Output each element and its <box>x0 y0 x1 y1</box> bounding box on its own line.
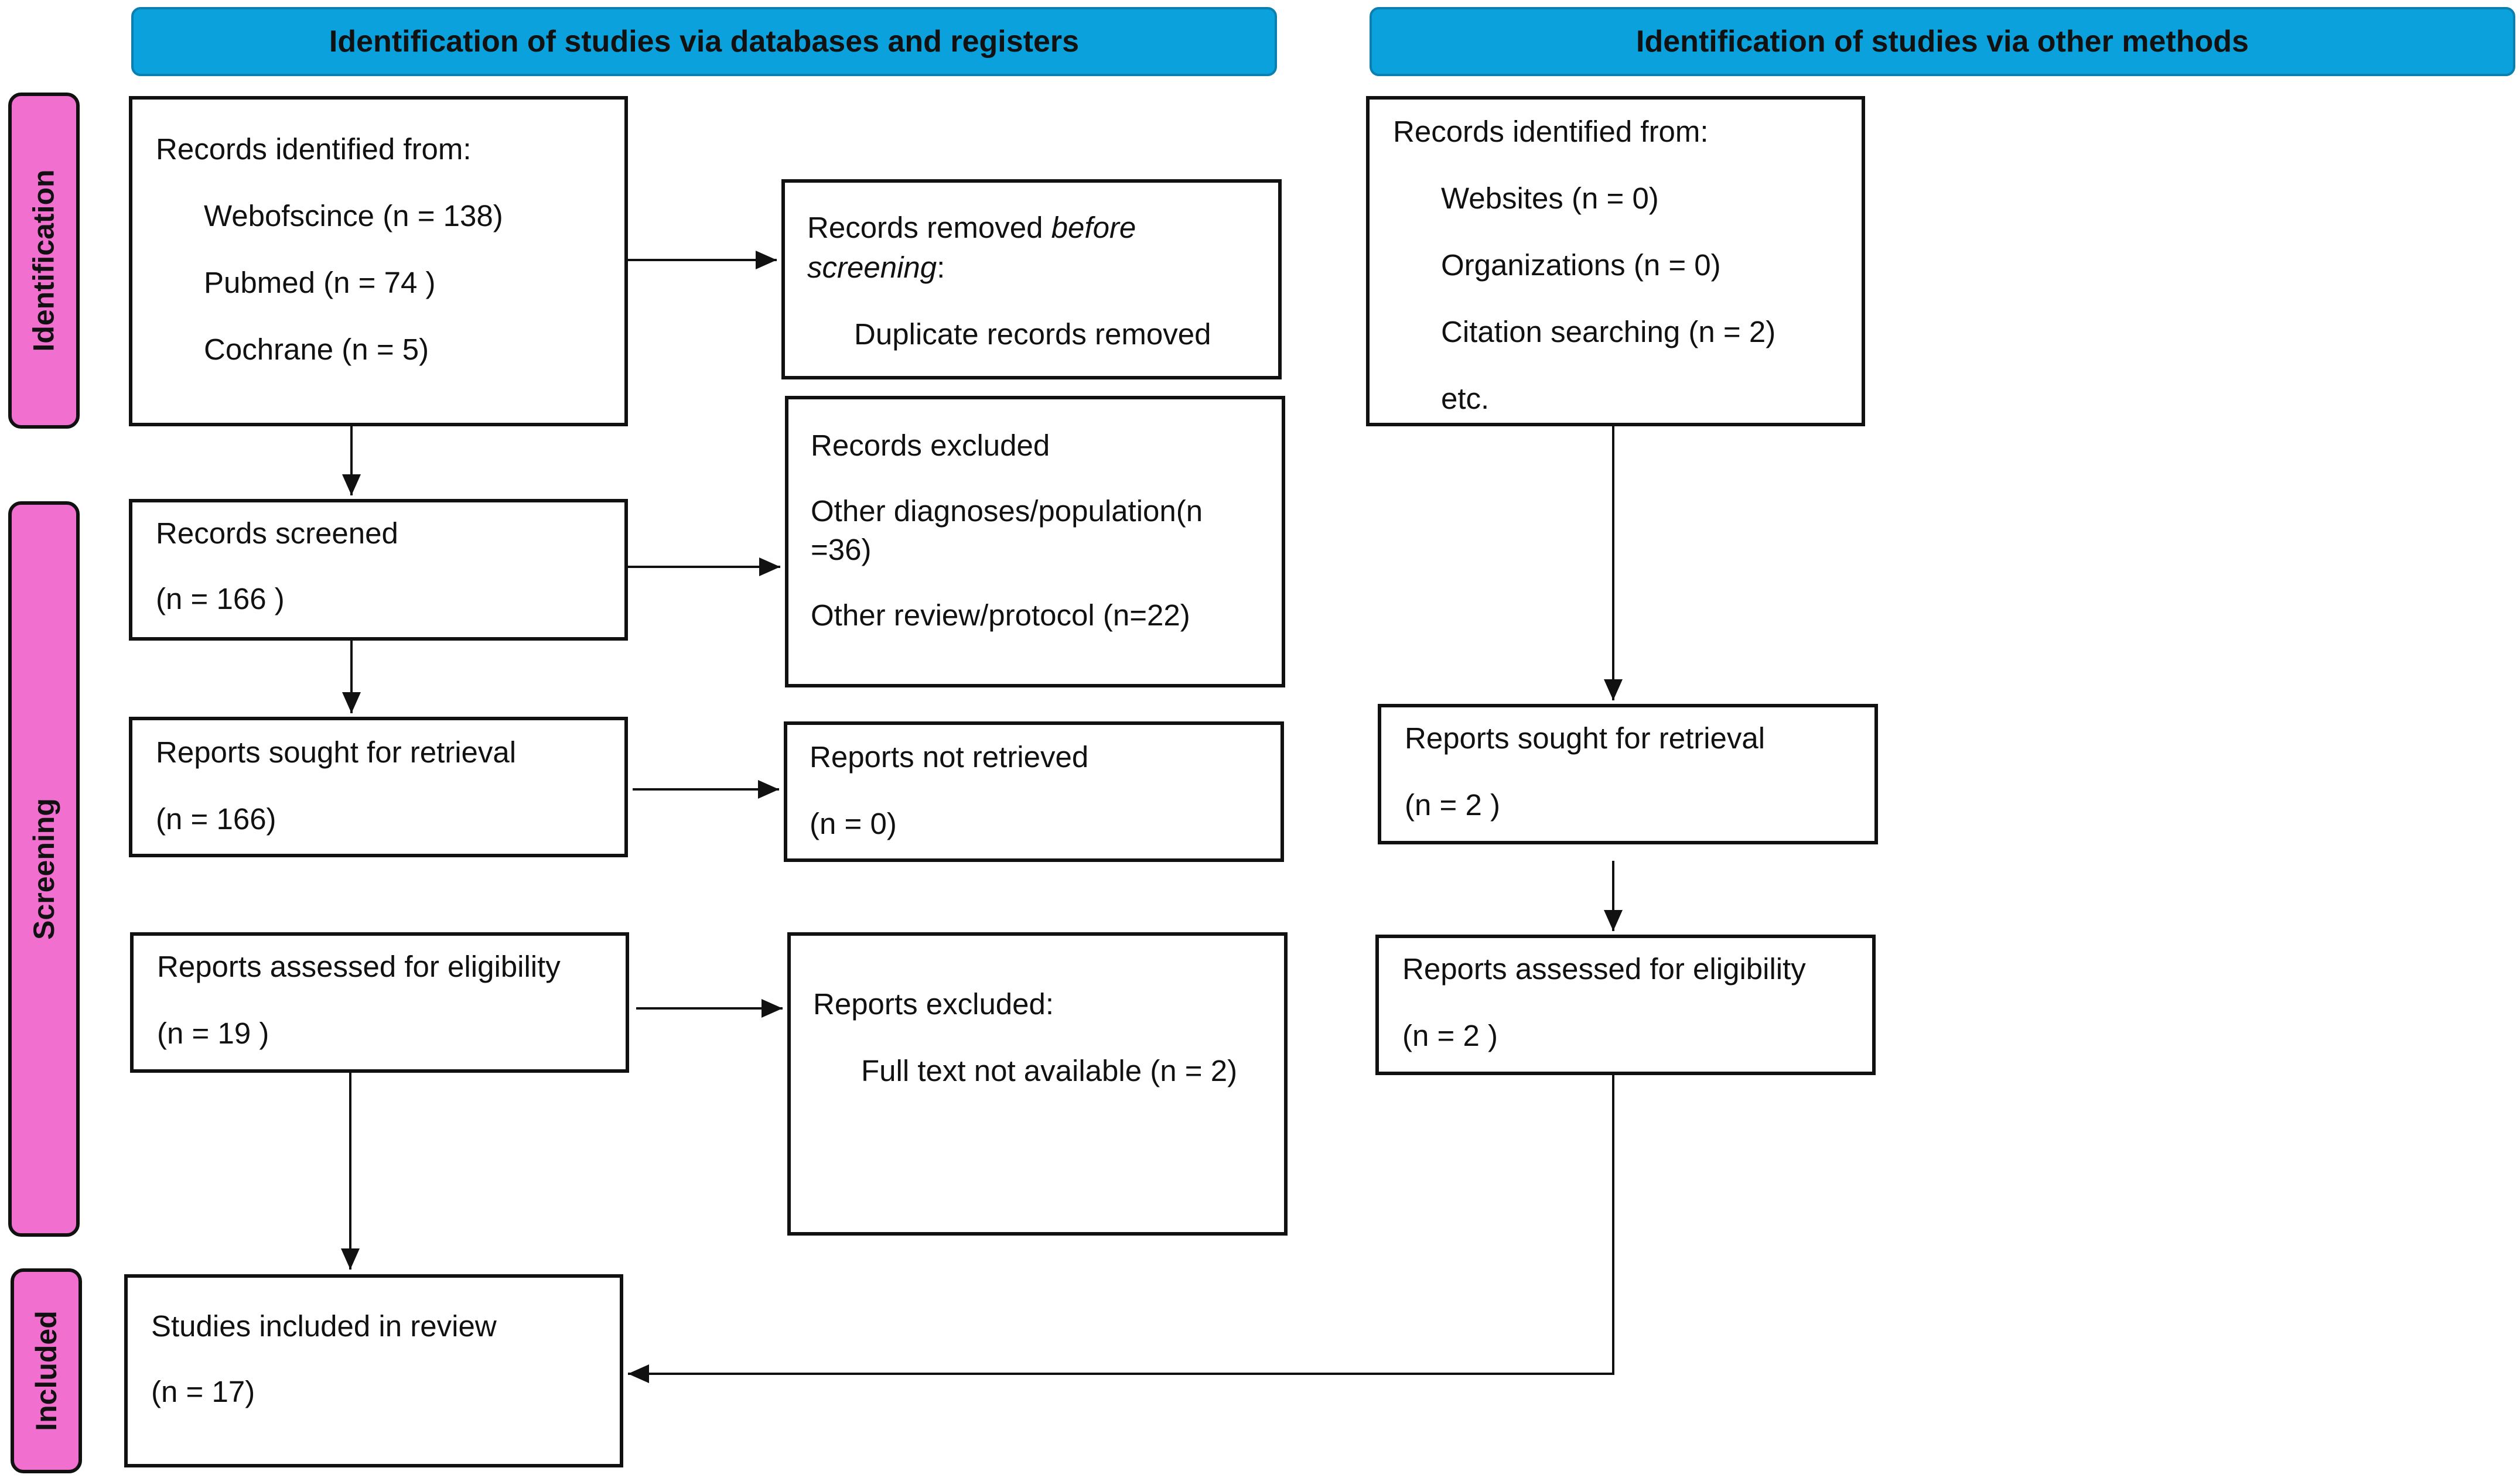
reports-sought-count: (n = 166) <box>156 802 276 836</box>
reports-sought-box: Reports sought for retrieval (n = 166) <box>129 717 628 857</box>
other-reports-assessed-box: Reports assessed for eligibility (n = 2 … <box>1375 935 1876 1075</box>
reports-assessed-count: (n = 19 ) <box>157 1017 269 1050</box>
other-reports-sought-count: (n = 2 ) <box>1405 788 1500 822</box>
other-records-identified-title: Records identified from: <box>1393 115 1709 148</box>
records-excluded-title: Records excluded <box>811 429 1050 462</box>
other-reports-sought-box: Reports sought for retrieval (n = 2 ) <box>1378 704 1878 844</box>
other-reports-sought-title: Reports sought for retrieval <box>1405 721 1766 755</box>
reports-excluded-title: Reports excluded: <box>813 987 1054 1021</box>
source-organizations: Organizations (n = 0) <box>1441 248 1721 282</box>
records-screened-count: (n = 166 ) <box>156 582 285 615</box>
reports-not-retrieved-title: Reports not retrieved <box>810 740 1089 774</box>
reports-not-retrieved-count: (n = 0) <box>810 807 897 840</box>
reports-excluded-detail: Full text not available (n = 2) <box>861 1054 1238 1087</box>
studies-included-count: (n = 17) <box>151 1375 255 1408</box>
reports-assessed-title: Reports assessed for eligibility <box>157 950 561 983</box>
duplicate-records-removed: Duplicate records removed <box>854 317 1211 351</box>
source-webofscience: Webofscince (n = 138) <box>204 199 503 232</box>
reports-not-retrieved-box: Reports not retrieved (n = 0) <box>784 721 1284 862</box>
records-identified-box: Records identified from: Webofscince (n … <box>129 96 628 426</box>
header-databases: Identification of studies via databases … <box>131 7 1277 76</box>
records-excluded-reason-2: Other review/protocol (n=22) <box>811 598 1190 632</box>
header-databases-label: Identification of studies via databases … <box>329 25 1080 59</box>
records-excluded-reason-1: Other diagnoses/population(n <box>811 494 1203 528</box>
phase-screening: Screening <box>8 501 80 1237</box>
source-etc: etc. <box>1441 382 1490 415</box>
other-reports-assessed-count: (n = 2 ) <box>1402 1019 1498 1052</box>
source-websites: Websites (n = 0) <box>1441 182 1659 215</box>
studies-included-title: Studies included in review <box>151 1309 497 1343</box>
reports-assessed-box: Reports assessed for eligibility (n = 19… <box>130 932 629 1073</box>
source-citation-searching: Citation searching (n = 2) <box>1441 315 1776 348</box>
header-other-label: Identification of studies via other meth… <box>1636 25 2249 59</box>
reports-sought-title: Reports sought for retrieval <box>156 735 517 769</box>
records-identified-title: Records identified from: <box>156 132 472 166</box>
records-removed-title: Records removed before <box>807 211 1136 244</box>
reports-excluded-box: Reports excluded: Full text not availabl… <box>787 932 1288 1236</box>
phase-included: Included <box>11 1268 82 1473</box>
records-screened-title: Records screened <box>156 516 398 550</box>
arrow-other-assessed-to-included <box>628 1075 1614 1383</box>
other-records-identified-box: Records identified from: Websites (n = 0… <box>1366 96 1865 426</box>
other-reports-assessed-title: Reports assessed for eligibility <box>1402 952 1806 986</box>
phase-identification: Identification <box>8 93 80 429</box>
records-excluded-reason-1-count: =36) <box>811 533 872 566</box>
records-screened-box: Records screened (n = 166 ) <box>129 499 628 641</box>
records-excluded-box: Records excluded Other diagnoses/populat… <box>785 396 1285 687</box>
source-pubmed: Pubmed (n = 74 ) <box>204 266 436 299</box>
source-cochrane: Cochrane (n = 5) <box>204 333 429 366</box>
records-removed-box: Records removed before screening: Duplic… <box>781 179 1282 379</box>
records-removed-title-2: screening: <box>807 251 945 284</box>
studies-included-box: Studies included in review (n = 17) <box>124 1274 623 1467</box>
header-other-methods: Identification of studies via other meth… <box>1370 7 2515 76</box>
